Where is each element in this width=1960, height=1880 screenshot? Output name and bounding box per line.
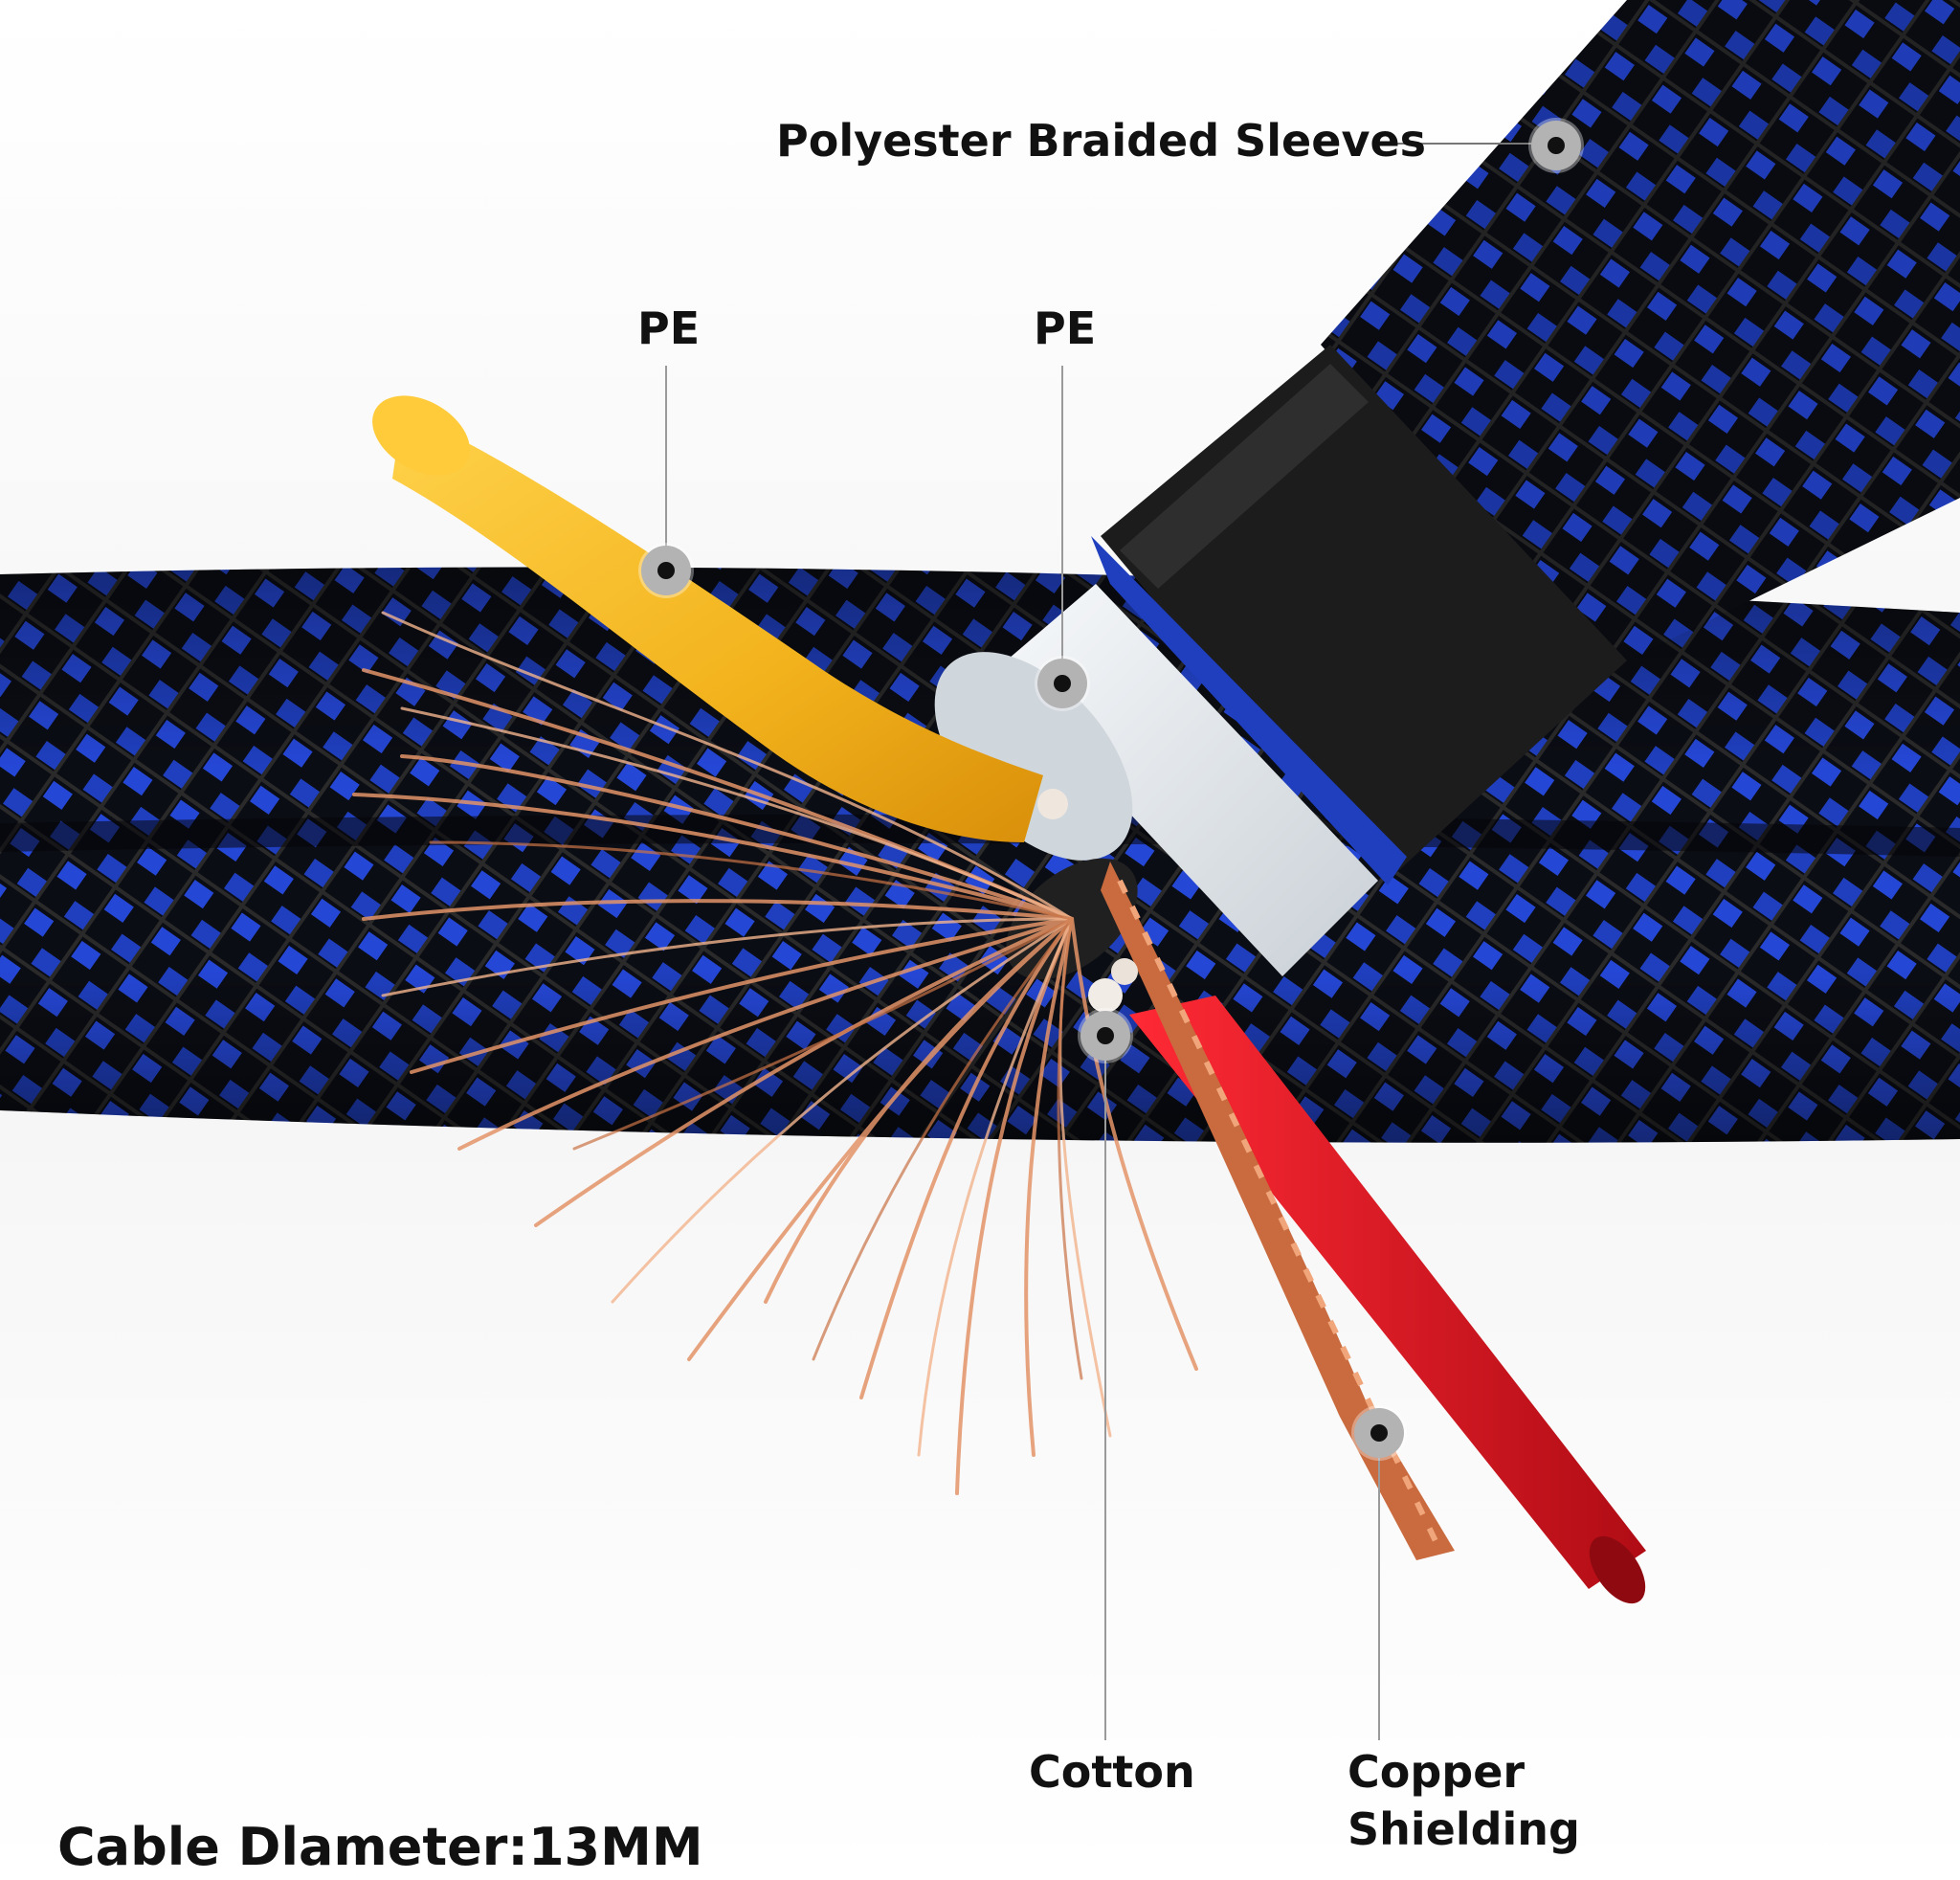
label-pe-right: PE xyxy=(1034,302,1097,354)
label-pe-left: PE xyxy=(637,302,701,354)
label-cotton: Cotton xyxy=(1029,1746,1195,1798)
label-copper: Copper xyxy=(1348,1746,1526,1798)
yellow-core-wire xyxy=(392,412,1043,842)
main-braided-sleeve xyxy=(1321,0,1960,670)
pe-insulation-ring xyxy=(995,584,1378,976)
label-shielding: Shielding xyxy=(1348,1803,1580,1855)
callout-dot-icon xyxy=(641,546,691,595)
copper-strand-fan xyxy=(352,611,1198,1495)
label-cable-diameter: Cable Dlameter:13MM xyxy=(57,1817,703,1877)
twisted-copper-drain xyxy=(1101,862,1455,1560)
callout-dot-icon xyxy=(1080,1011,1130,1061)
label-polyester-braided-sleeves: Polyester Braided Sleeves xyxy=(776,115,1427,167)
red-core-wire xyxy=(1129,996,1646,1589)
callout-dot-icon xyxy=(1531,121,1581,170)
cotton-fiber xyxy=(1037,789,1138,1013)
callout-dot-icon xyxy=(1037,659,1087,708)
callout-dot-icon xyxy=(1354,1408,1404,1458)
